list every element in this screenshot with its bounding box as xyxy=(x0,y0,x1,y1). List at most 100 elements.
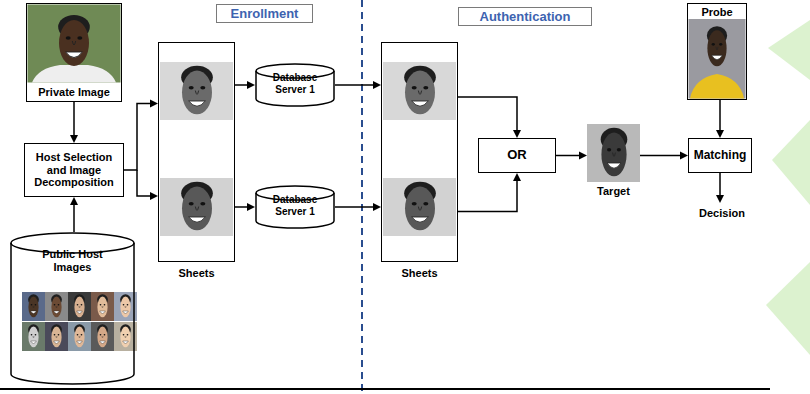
node-text: Database Server 1 xyxy=(263,194,327,217)
host-image xyxy=(68,322,91,351)
connector-line xyxy=(73,102,75,137)
host-face xyxy=(28,294,39,317)
section-header: Enrollment xyxy=(216,4,313,23)
node-text: Sheets xyxy=(158,267,235,280)
arrow-head xyxy=(513,130,521,138)
connector-line xyxy=(124,104,152,170)
host-face xyxy=(120,324,131,347)
arrow-head xyxy=(513,173,521,181)
node-text: Probe xyxy=(690,6,744,19)
decor-triangle xyxy=(768,20,810,80)
connector-line xyxy=(719,100,721,132)
photo-background xyxy=(28,5,121,83)
picture-frame xyxy=(381,42,458,262)
decision-text: Decision xyxy=(686,203,758,223)
node-text: Host Selection and Image Decomposition xyxy=(28,151,120,189)
picture-frame xyxy=(158,42,235,262)
target-face xyxy=(601,128,628,176)
connector-line xyxy=(458,97,517,132)
target-image: Target xyxy=(580,124,647,198)
connector xyxy=(235,203,255,211)
node-text: Private Image xyxy=(29,86,119,99)
host-image xyxy=(22,322,45,351)
sheet-image xyxy=(383,178,456,236)
sheet-column: Sheets xyxy=(381,42,458,280)
arrow-head xyxy=(247,203,255,211)
host-face xyxy=(74,324,85,347)
arrow-head xyxy=(579,152,587,160)
decor-triangle xyxy=(766,262,810,355)
photo-shirt xyxy=(32,65,116,83)
database-cylinder: Database Server 1 xyxy=(255,63,335,107)
cylinder-body xyxy=(256,71,334,106)
picture-frame xyxy=(587,124,640,182)
arrow-head xyxy=(680,152,688,160)
node-text: Public Host Images xyxy=(32,248,113,273)
arrow-head xyxy=(150,192,158,200)
arrow-head xyxy=(247,81,255,89)
sheet-column: Sheets xyxy=(158,42,235,280)
bottom-rule xyxy=(0,388,770,390)
connector xyxy=(640,152,688,160)
connector xyxy=(70,197,78,232)
host-image xyxy=(91,292,114,321)
connector-line xyxy=(73,203,75,232)
database-cylinder: Public Host Images xyxy=(10,232,135,385)
host-image xyxy=(45,322,68,351)
probe-background xyxy=(689,19,746,99)
connector-line xyxy=(458,179,517,211)
node-text: Sheets xyxy=(381,267,458,280)
host-face xyxy=(120,294,131,317)
sheet-face xyxy=(181,182,213,230)
connector xyxy=(70,102,78,143)
cylinder-body xyxy=(11,243,134,384)
arrow-head xyxy=(373,81,381,89)
arrow-head xyxy=(716,130,724,138)
photo-box: Private Image xyxy=(26,3,122,102)
sheet-image xyxy=(160,178,233,236)
host-face xyxy=(28,324,39,347)
process-box: Matching xyxy=(688,138,752,173)
connector-line xyxy=(335,206,375,208)
connector xyxy=(335,81,381,89)
host-image xyxy=(68,292,91,321)
target-image xyxy=(587,124,640,182)
arrow-head xyxy=(716,195,724,203)
node-text: Target xyxy=(580,185,647,198)
connector-line xyxy=(556,155,581,157)
connector-line xyxy=(137,170,152,196)
connector xyxy=(716,173,724,203)
sheet-face xyxy=(404,66,436,114)
connector xyxy=(124,100,158,200)
node-text: Database Server 1 xyxy=(263,72,327,95)
sheet-image xyxy=(383,62,456,120)
connector-line xyxy=(719,173,721,197)
arrow-head xyxy=(150,100,158,108)
database-cylinder: Database Server 1 xyxy=(255,185,335,229)
connector xyxy=(335,203,381,211)
connector xyxy=(556,152,587,160)
host-face xyxy=(97,294,108,317)
node-text: Matching xyxy=(692,149,748,163)
arrow-head xyxy=(70,135,78,143)
photo-face xyxy=(58,15,90,66)
host-image xyxy=(22,292,45,321)
arrow-head xyxy=(373,203,381,211)
connector-line xyxy=(335,84,375,86)
host-face xyxy=(51,294,62,317)
host-face xyxy=(51,324,62,347)
connector xyxy=(716,100,724,138)
node-text: Decision xyxy=(688,207,756,220)
sheet-face xyxy=(181,66,213,114)
probe-face xyxy=(707,26,727,66)
host-face xyxy=(74,294,85,317)
decor-triangle xyxy=(772,120,810,205)
cylinder-body xyxy=(256,193,334,228)
host-image xyxy=(91,322,114,351)
process-box: Host Selection and Image Decomposition xyxy=(24,143,124,197)
connector-line xyxy=(640,155,682,157)
section-header: Authentication xyxy=(458,7,592,26)
node-text: OR xyxy=(482,148,552,163)
